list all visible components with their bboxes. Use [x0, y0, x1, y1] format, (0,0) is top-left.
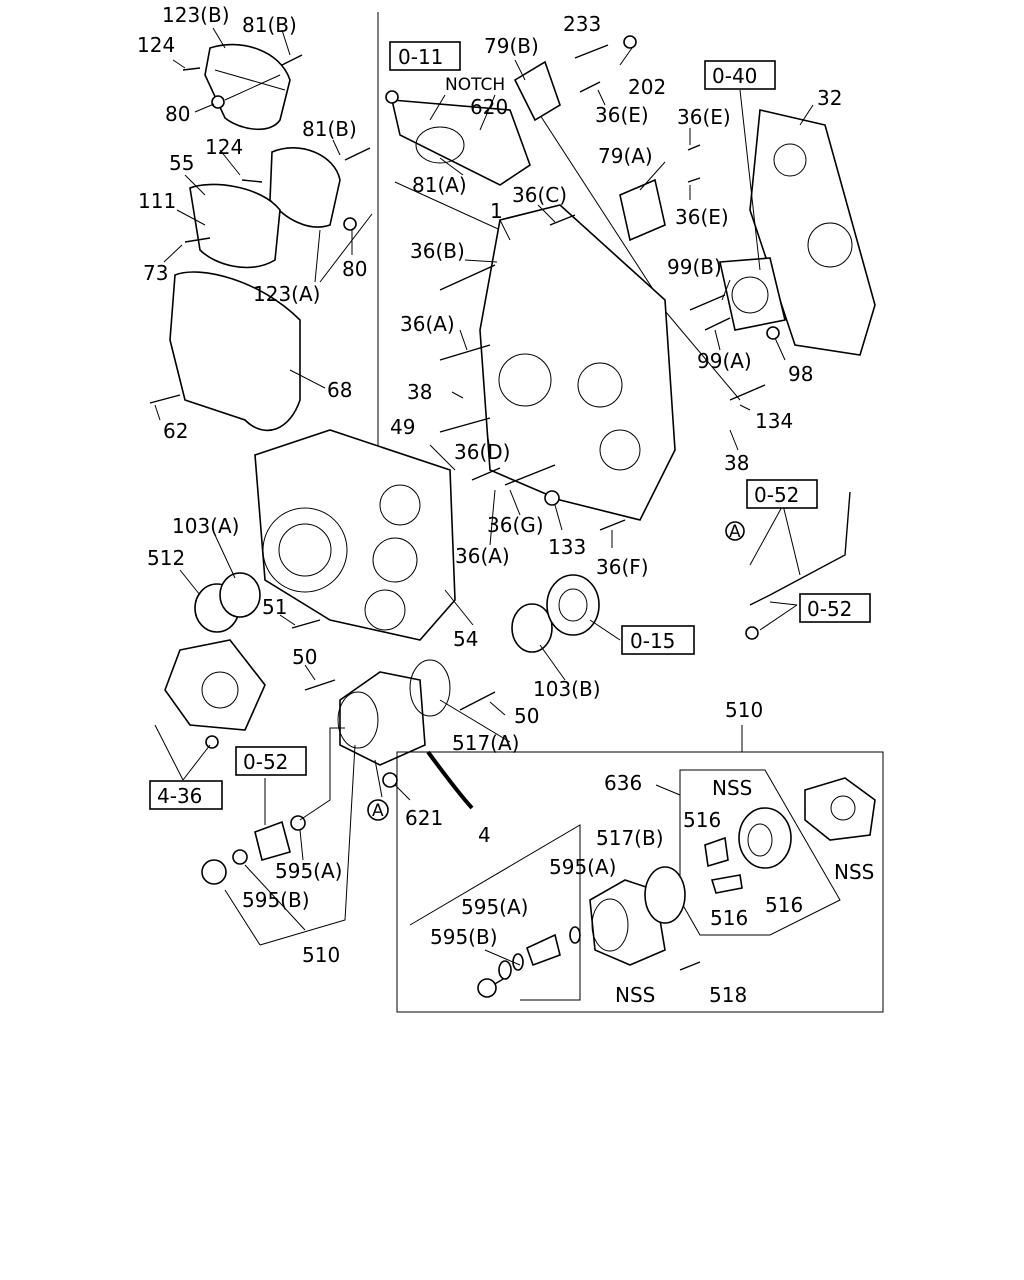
callout-517b: 517(B): [596, 826, 664, 850]
ref-box-0-40: 0-40: [704, 60, 776, 90]
callout-517a: 517(A): [452, 731, 519, 755]
leader-lines: [154, 27, 814, 946]
callout-nss-rotor: NSS: [712, 776, 752, 800]
callout-202: 202: [628, 75, 666, 99]
callout-512: 512: [147, 546, 185, 570]
callout-134: 134: [755, 409, 793, 433]
svg-text:A: A: [372, 801, 384, 821]
ref-box-0-52-c: 0-52: [235, 746, 307, 776]
ref-box-0-11: 0-11: [389, 41, 461, 71]
callout-621: 621: [405, 806, 443, 830]
callout-80-mid: 80: [342, 257, 367, 281]
callout-55: 55: [169, 151, 194, 175]
callout-50-left: 50: [292, 645, 317, 669]
callout-233: 233: [563, 12, 601, 36]
callout-99a: 99(A): [697, 349, 752, 373]
callout-124-top: 124: [137, 33, 175, 57]
callout-595a-left: 595(A): [275, 859, 342, 883]
svg-text:0-52: 0-52: [807, 597, 852, 621]
callout-32: 32: [817, 86, 842, 110]
svg-text:4-36: 4-36: [157, 784, 202, 808]
callout-123a: 123(A): [253, 282, 320, 306]
callout-99b: 99(B): [667, 255, 722, 279]
callout-516-a: 516: [683, 808, 721, 832]
callout-636: 636: [604, 771, 642, 795]
callout-79b: 79(B): [484, 34, 539, 58]
ref-box-0-52-b: 0-52: [799, 593, 871, 623]
callout-38-right: 38: [724, 451, 749, 475]
callout-73: 73: [143, 261, 168, 285]
callout-36a-mid: 36(A): [455, 544, 510, 568]
callout-510-left: 510: [302, 943, 340, 967]
callout-81b-mid: 81(B): [302, 117, 357, 141]
callout-516-c: 516: [765, 893, 803, 917]
callout-54: 54: [453, 627, 478, 651]
callout-nss-pump: NSS: [615, 983, 655, 1007]
callout-51: 51: [262, 595, 287, 619]
callout-1: 1: [490, 199, 503, 223]
callout-4: 4: [478, 823, 491, 847]
callout-50-right: 50: [514, 704, 539, 728]
callout-510-top: 510: [725, 698, 763, 722]
assembly-box-4: [409, 824, 581, 1001]
callout-123b: 123(B): [162, 3, 230, 27]
callout-36a-top: 36(A): [400, 312, 455, 336]
callout-595a-mid: 595(A): [549, 855, 616, 879]
callout-518: 518: [709, 983, 747, 1007]
callout-103a: 103(A): [172, 514, 239, 538]
bolt-set: [149, 35, 780, 989]
callouts: 123(B) 81(B) 124 80 81(B) 124 55 111 73 …: [137, 3, 874, 1007]
callout-36g: 36(G): [487, 513, 544, 537]
svg-text:0-40: 0-40: [712, 64, 757, 88]
callout-notch: NOTCH: [445, 75, 505, 95]
callout-36b: 36(B): [410, 239, 465, 263]
svg-text:0-15: 0-15: [630, 629, 675, 653]
callout-36e-3: 36(E): [675, 205, 729, 229]
callout-36f: 36(F): [596, 555, 649, 579]
callout-98: 98: [788, 362, 813, 386]
svg-text:0-52: 0-52: [243, 750, 288, 774]
parts-artwork: [149, 12, 884, 1013]
callout-595b-left: 595(B): [242, 888, 310, 912]
callout-620: 620: [470, 95, 508, 119]
callout-81a: 81(A): [412, 173, 467, 197]
callout-68: 68: [327, 378, 352, 402]
callout-36e-2: 36(E): [677, 105, 731, 129]
ref-box-0-52-a: 0-52: [746, 479, 818, 509]
callout-81b-top: 81(B): [242, 13, 297, 37]
assembly-box-510: [396, 751, 884, 1013]
svg-text:0-11: 0-11: [398, 45, 443, 69]
ref-box-0-15: 0-15: [621, 625, 695, 655]
callout-36c: 36(C): [512, 183, 567, 207]
svg-text:0-52: 0-52: [754, 483, 799, 507]
callout-103b: 103(B): [533, 677, 601, 701]
callout-38-left: 38: [407, 380, 432, 404]
marker-a-right: A: [725, 521, 745, 542]
callout-36d: 36(D): [454, 440, 510, 464]
callout-62: 62: [163, 419, 188, 443]
callout-49: 49: [390, 415, 415, 439]
callout-80-top: 80: [165, 102, 190, 126]
callout-111: 111: [138, 189, 176, 213]
callout-133: 133: [548, 535, 586, 559]
callout-595a-box: 595(A): [461, 895, 528, 919]
callout-124-mid: 124: [205, 135, 243, 159]
callout-516-b: 516: [710, 906, 748, 930]
marker-a-left: A: [367, 799, 389, 821]
callout-36e-1: 36(E): [595, 103, 649, 127]
ref-box-4-36: 4-36: [149, 780, 223, 810]
callout-595b-box: 595(B): [430, 925, 498, 949]
callout-nss-shaft: NSS: [834, 860, 874, 884]
svg-text:A: A: [729, 522, 741, 542]
callout-79a: 79(A): [598, 144, 653, 168]
